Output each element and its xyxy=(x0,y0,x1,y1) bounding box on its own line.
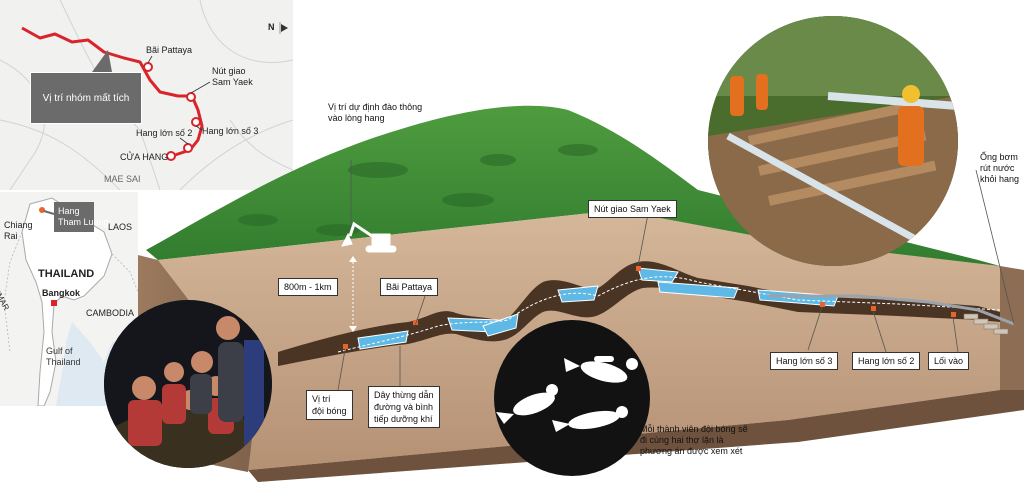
missing-group-callout: Vị trí nhóm mất tích xyxy=(30,72,142,124)
route-marker-icon xyxy=(413,320,418,325)
sam-yaek-map-label: Nút giao Sam Yaek xyxy=(212,66,253,87)
entrance-steps xyxy=(963,313,1009,335)
bangkok-label: Bangkok xyxy=(42,288,81,298)
laos-label: LAOS xyxy=(108,222,133,232)
water-pool xyxy=(757,289,839,307)
water-pool xyxy=(657,281,739,299)
route-marker-icon xyxy=(871,306,876,311)
route-marker-icon xyxy=(343,344,348,349)
chamber3-label: Hang lớn số 3 xyxy=(770,352,839,370)
route-map-svg xyxy=(0,0,293,190)
diver-note: Mỗi thành viên đội bóng sẽ đi cùng hai t… xyxy=(640,424,748,456)
pump-workers-photo xyxy=(708,16,958,266)
pump-note: Ống bơm rút nước khỏi hang xyxy=(980,152,1020,184)
route-marker-icon xyxy=(820,302,825,307)
entrance-label: Lối vào xyxy=(928,352,970,370)
cave-region-callout: Hang Tham Luang xyxy=(58,206,109,227)
gulf-label: Gulf of Thailand xyxy=(46,346,81,367)
divers-svg xyxy=(496,356,638,432)
rescued-team-photo-svg xyxy=(104,300,272,468)
north-arrow-icon xyxy=(279,22,288,34)
search-route-map: N Bãi Pattaya Nút giao Sam Yaek Hang lớn… xyxy=(0,0,293,190)
depth-arrow xyxy=(349,256,357,332)
water-pool xyxy=(557,285,599,303)
water-pool xyxy=(482,313,519,337)
pattaya-label: Bãi Pattaya xyxy=(380,278,439,296)
north-label: N xyxy=(268,22,275,32)
bangkok-marker xyxy=(51,300,57,306)
sam-yaek-label: Nút giao Sam Yaek xyxy=(588,200,677,218)
excavator-icon xyxy=(341,221,397,253)
thailand-label: THAILAND xyxy=(38,268,95,280)
team-position-label: Vị trí đội bóng xyxy=(306,390,353,420)
chamber2-label: Hang lớn số 2 xyxy=(852,352,921,370)
water-pool xyxy=(637,267,679,283)
drill-note: Vị trí dự định đào thông vào lòng hang xyxy=(328,102,423,123)
pump-pipe xyxy=(768,294,1015,326)
guide-rope-label: Dây thừng dẫn đường và bình tiếp dưỡng k… xyxy=(368,386,440,428)
mae-sai-label: MAE SAI xyxy=(104,174,141,184)
depth-label: 800m - 1km xyxy=(278,278,338,296)
region-map-svg xyxy=(0,192,138,406)
route-marker-icon xyxy=(951,312,956,317)
pump-workers-svg xyxy=(708,16,958,266)
water-pool xyxy=(357,330,409,350)
cave-route-line xyxy=(21,26,204,158)
missing-group-callout-text: Vị trí nhóm mất tích xyxy=(42,92,130,104)
scuba-diver-icon xyxy=(496,356,638,432)
pattaya-map-label: Bãi Pattaya xyxy=(146,45,193,55)
region-map: Hang Tham Luang LAOS Chiang Rai MYANMAR … xyxy=(0,192,138,406)
chiang-rai-label: Chiang Rai xyxy=(4,220,33,241)
route-marker-icon xyxy=(143,62,153,72)
rescued-team-photo xyxy=(104,300,272,468)
guide-rope xyxy=(337,276,1001,353)
cave-tunnel xyxy=(278,261,1000,366)
route-marker-icon xyxy=(166,151,176,161)
cambodia-label: CAMBODIA xyxy=(86,308,135,318)
chamber3-map-label: Hang lớn số 3 xyxy=(202,126,259,136)
route-marker-icon xyxy=(636,266,641,271)
divers-illustration xyxy=(494,320,650,476)
thailand-shape xyxy=(21,197,113,406)
entrance-map-label: CỬA HANG xyxy=(120,152,169,162)
chamber2-map-label: Hang lớn số 2 xyxy=(136,128,193,138)
